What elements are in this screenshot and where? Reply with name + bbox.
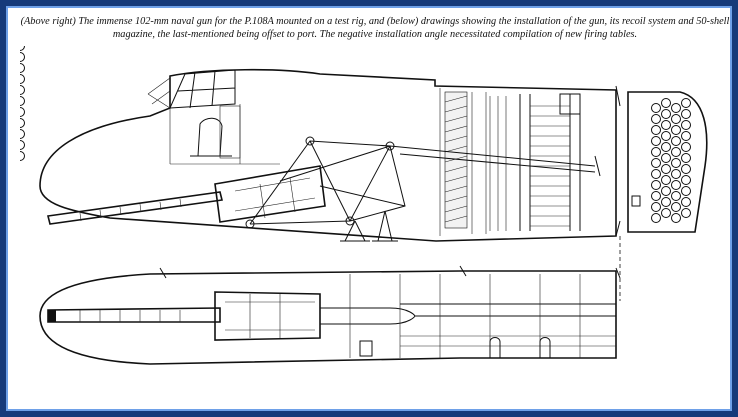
recoil-rod (389, 145, 601, 177)
gun-barrel-side (47, 191, 223, 225)
technical-drawing (15, 41, 730, 411)
ammo-conveyor (489, 93, 581, 231)
cockpit-canopy (169, 69, 236, 109)
gun-barrel-plan (47, 307, 221, 323)
gun-mount-truss (249, 140, 406, 225)
pilot-seat (190, 117, 232, 157)
gun-breech (214, 165, 326, 223)
drawing-svg (15, 41, 708, 365)
recoil-cylinder-plan (319, 307, 416, 325)
gun-breech-plan (214, 291, 321, 341)
plan-view (39, 265, 621, 365)
fuselage-outline-plan (39, 270, 617, 365)
magazine-section-side (627, 91, 708, 233)
rig-stand (340, 210, 398, 242)
shell-magazine-side (15, 41, 25, 161)
side-elevation-view (15, 41, 708, 301)
figure-caption: (Above right) The immense 102-mm naval g… (20, 16, 730, 40)
